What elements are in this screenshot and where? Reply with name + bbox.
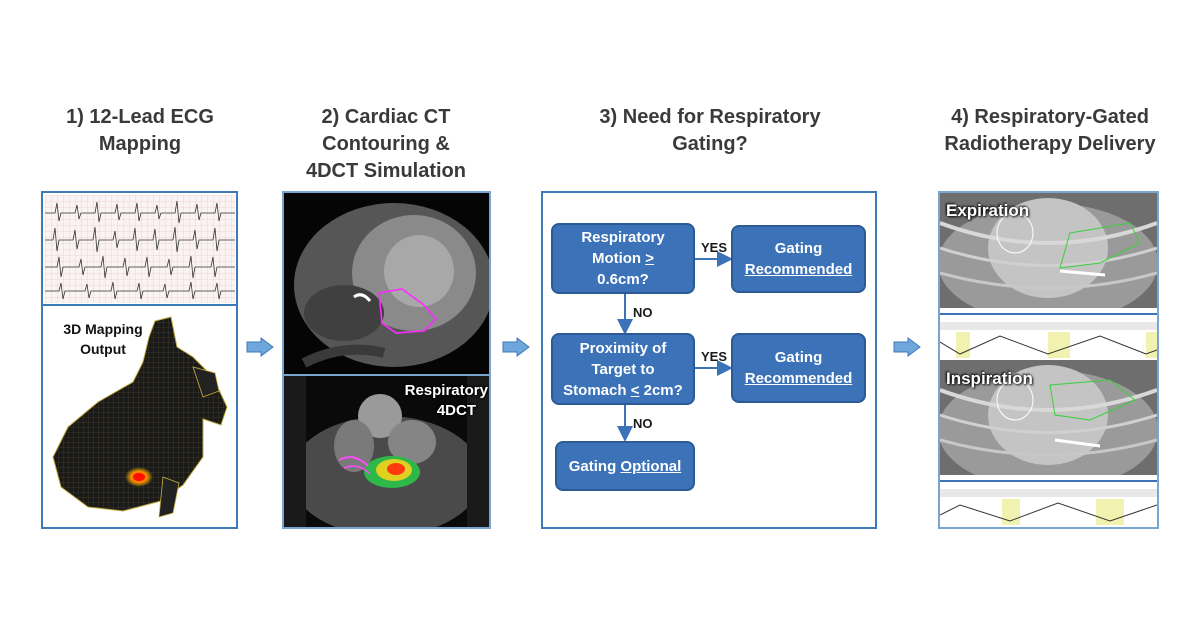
gating-flowchart-panel: Respiratory Motion > 0.6cm? Gating Recom… (541, 191, 877, 529)
step3-title-line2: Gating? (672, 133, 748, 155)
respiratory-motion-line3: 0.6cm? (597, 271, 649, 288)
gte-symbol: > (645, 250, 655, 267)
motion-word: Motion (591, 250, 646, 267)
respiratory-4dct-image (284, 376, 489, 527)
no-label-2: NO (633, 416, 653, 431)
step1-title: 1) 12-Lead ECG Mapping (30, 104, 250, 158)
gating-word: Gating (568, 457, 621, 475)
expiration-xray-image (940, 193, 1157, 308)
respiratory-4dct-label: Respiratory 4DCT (384, 381, 488, 421)
optional-word: Optional (620, 457, 682, 475)
flowchart-connectors (617, 251, 733, 442)
step1-title-line1: 1) 12-Lead ECG (66, 106, 214, 128)
gating-optional-box: Gating Optional (555, 441, 695, 491)
yes-label-2: YES (701, 349, 728, 364)
respiratory-motion-line1: Respiratory (581, 229, 665, 246)
step4-title-line2: Radiotherapy Delivery (944, 133, 1156, 155)
step3-title: 3) Need for Respiratory Gating? (560, 104, 860, 158)
stomach-proximity-line3: Stomach < 2cm? (563, 380, 683, 401)
inspiration-label: Inspiration (946, 369, 1033, 388)
ecg-divider (43, 304, 236, 306)
ecg-tracing-image (45, 195, 235, 303)
arrow-right-icon (502, 337, 530, 357)
respiratory-4dct-label-line1: Respiratory (404, 382, 488, 399)
stomach-proximity-line1: Proximity of (579, 339, 667, 357)
gating-recommended-box-2: Gating Recommended (731, 333, 866, 403)
step2-title-line3: 4DCT Simulation (305, 160, 466, 182)
yes-label-1: YES (701, 240, 728, 255)
ct-divider (284, 374, 489, 376)
gated-delivery-panel: Expiration Inspiration (938, 191, 1159, 529)
gating-recommended-2-line2: Recommended (744, 370, 853, 387)
arrow-right-icon (893, 337, 921, 357)
stomach-word: Stomach (563, 381, 631, 399)
step4-title: 4) Respiratory-Gated Radiotherapy Delive… (915, 104, 1185, 158)
step3-title-line1: 3) Need for Respiratory (599, 106, 821, 128)
arrow-right-icon (246, 337, 274, 357)
no-label-1: NO (633, 305, 653, 320)
distance-value: 2cm? (639, 381, 683, 399)
mapping-label-line1: 3D Mapping (63, 321, 143, 337)
step2-title-line2: Contouring & (322, 133, 450, 155)
lte-symbol: < (630, 381, 640, 399)
ecg-mapping-panel: 3D Mapping Output (41, 191, 238, 529)
heart-3d-mapping-image (52, 316, 228, 518)
step1-title-line2: Mapping (98, 133, 182, 155)
step2-title: 2) Cardiac CT Contouring & 4DCT Simulati… (276, 104, 496, 185)
gating-recommended-2-line1: Gating (774, 349, 823, 366)
cardiac-ct-contour-image (284, 193, 489, 373)
gating-recommended-box-1: Gating Recommended (731, 225, 866, 293)
gating-recommended-1-line1: Gating (774, 240, 823, 257)
stomach-proximity-line2: Target to (591, 360, 655, 378)
gating-optional-text: Gating Optional (569, 456, 682, 477)
step2-title-line1: 2) Cardiac CT (321, 106, 451, 128)
mapping-label: 3D Mapping Output (53, 319, 153, 359)
expiration-label: Expiration (946, 201, 1030, 220)
expiration-breathing-trace (940, 308, 1157, 360)
respiratory-motion-line2: Motion > (592, 248, 654, 269)
respiratory-4dct-label-line2: 4DCT (436, 402, 476, 419)
inspiration-xray-image (940, 360, 1157, 475)
step4-title-line1: 4) Respiratory-Gated (951, 106, 1149, 128)
cardiac-ct-panel: Respiratory 4DCT (282, 191, 491, 529)
mapping-label-line2: Output (80, 341, 126, 357)
respiratory-motion-decision: Respiratory Motion > 0.6cm? (551, 223, 695, 294)
gating-recommended-1-line2: Recommended (744, 261, 853, 278)
stomach-proximity-decision: Proximity of Target to Stomach < 2cm? (551, 333, 695, 405)
inspiration-breathing-trace (940, 475, 1157, 527)
